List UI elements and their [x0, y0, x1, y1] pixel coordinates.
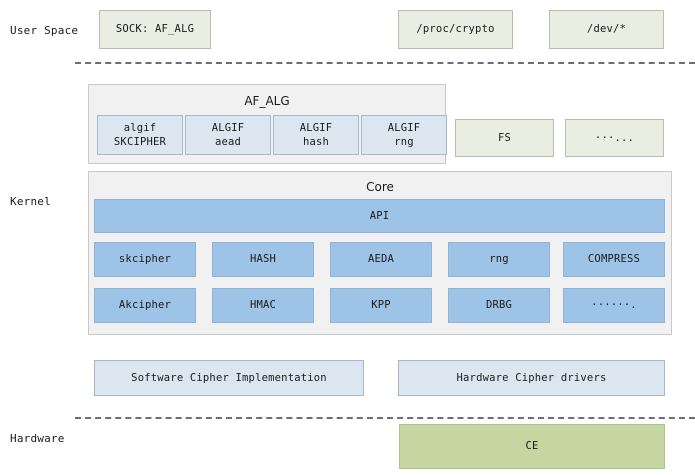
layer-label-hardware: Hardware	[10, 432, 65, 445]
core-row1-rng[interactable]: rng	[448, 242, 550, 277]
core-row1-compress[interactable]: COMPRESS	[563, 242, 665, 277]
af-alg-child-algif-hash[interactable]: ALGIF hash	[273, 115, 359, 155]
af-alg-child-line2: hash	[302, 136, 330, 148]
core-row1-aeda[interactable]: AEDA	[330, 242, 432, 277]
separator-user-kernel	[75, 62, 695, 64]
user-space-box-dev-star[interactable]: /dev/*	[549, 10, 664, 49]
kernel-box-more[interactable]: ···...	[565, 119, 664, 157]
impl-box-hardware-cipher[interactable]: Hardware Cipher drivers	[398, 360, 665, 396]
core-row2-more[interactable]: ······.	[563, 288, 665, 323]
hardware-box-ce[interactable]: CE	[399, 424, 665, 469]
layer-label-kernel: Kernel	[10, 195, 51, 208]
af-alg-child-line1: ALGIF	[299, 121, 333, 134]
separator-kernel-hardware	[75, 417, 695, 419]
af-alg-child-algif-skcipher[interactable]: algif SKCIPHER	[97, 115, 183, 155]
user-space-box-sock-af-alg[interactable]: SOCK: AF_ALG	[99, 10, 211, 49]
core-row2-hmac[interactable]: HMAC	[212, 288, 314, 323]
af-alg-child-line2: aead	[214, 136, 242, 148]
kernel-box-fs[interactable]: FS	[455, 119, 554, 157]
af-alg-title: AF_ALG	[244, 94, 290, 108]
core-row1-hash[interactable]: HASH	[212, 242, 314, 277]
af-alg-child-line2: SKCIPHER	[113, 136, 167, 148]
core-row2-drbg[interactable]: DRBG	[448, 288, 550, 323]
user-space-box-proc-crypto[interactable]: /proc/crypto	[398, 10, 513, 49]
af-alg-child-line1: ALGIF	[211, 121, 245, 134]
impl-box-software-cipher[interactable]: Software Cipher Implementation	[94, 360, 364, 396]
layer-label-user-space: User Space	[10, 24, 79, 37]
core-row1-skcipher[interactable]: skcipher	[94, 242, 196, 277]
core-row2-akcipher[interactable]: Akcipher	[94, 288, 196, 323]
af-alg-child-algif-aead[interactable]: ALGIF aead	[185, 115, 271, 155]
af-alg-child-line1: algif	[123, 121, 157, 134]
af-alg-child-line1: ALGIF	[387, 121, 421, 134]
core-row2-kpp[interactable]: KPP	[330, 288, 432, 323]
core-api-bar[interactable]: API	[94, 199, 665, 233]
af-alg-child-algif-rng[interactable]: ALGIF rng	[361, 115, 447, 155]
af-alg-child-line2: rng	[394, 136, 414, 148]
core-title: Core	[366, 180, 394, 194]
